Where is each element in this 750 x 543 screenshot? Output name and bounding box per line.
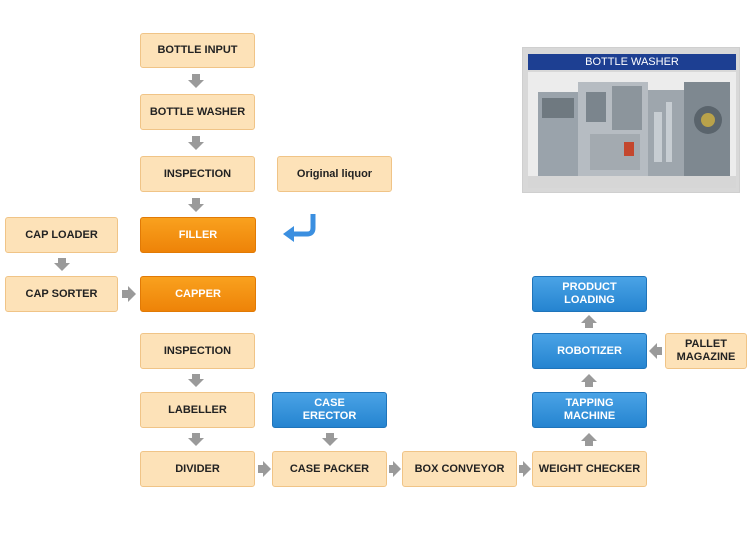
arrow-down-icon: [188, 136, 204, 150]
original-liquor-box: Original liquor: [277, 156, 392, 192]
arrow-down-icon: [54, 258, 70, 271]
product-loading-label: PRODUCT LOADING: [562, 281, 617, 306]
case-erector-label: CASE ERECTOR: [302, 397, 357, 422]
cap-loader-box: CAP LOADER: [5, 217, 118, 253]
filler-box: FILLER: [140, 217, 256, 253]
tapping-machine-label: TAPPING MACHINE: [563, 397, 616, 422]
robotizer-label: ROBOTIZER: [557, 344, 622, 357]
cap-loader-label: CAP LOADER: [25, 228, 98, 241]
return-arrow-icon: [283, 214, 316, 242]
box-conveyor-label: BOX CONVEYOR: [414, 462, 505, 475]
original-liquor-label: Original liquor: [296, 167, 373, 180]
bottle-input-box: BOTTLE INPUT: [140, 33, 255, 68]
inspection-label-1: INSPECTION: [163, 167, 232, 180]
arrow-right-icon: [258, 461, 271, 477]
inspection-box-2: INSPECTION: [140, 333, 255, 369]
weight-checker-box: WEIGHT CHECKER: [532, 451, 647, 487]
machine-illustration: [528, 72, 736, 188]
arrow-down-icon: [188, 74, 204, 88]
inspection-label-2: INSPECTION: [163, 344, 232, 357]
arrow-down-icon: [188, 374, 204, 387]
case-packer-box: CASE PACKER: [272, 451, 387, 487]
arrow-down-icon: [188, 433, 204, 446]
divider-box: DIVIDER: [140, 451, 255, 487]
arrow-right-icon: [122, 286, 136, 302]
cap-sorter-box: CAP SORTER: [5, 276, 118, 312]
arrow-right-icon: [519, 461, 531, 477]
arrow-up-icon: [581, 433, 597, 446]
bottle-washer-photo-panel: BOTTLE WASHER: [522, 47, 740, 193]
filler-label: FILLER: [178, 228, 218, 241]
bottle-washer-box: BOTTLE WASHER: [140, 94, 255, 130]
inspection-box-1: INSPECTION: [140, 156, 255, 192]
box-conveyor-box: BOX CONVEYOR: [402, 451, 517, 487]
arrow-left-icon: [649, 343, 662, 359]
photo-panel-title: BOTTLE WASHER: [528, 54, 736, 70]
bottle-washer-machine-image: [528, 72, 736, 188]
labeller-label: LABELLER: [168, 403, 227, 416]
arrow-down-icon: [322, 433, 338, 446]
robotizer-box: ROBOTIZER: [532, 333, 647, 369]
bottle-washer-label: BOTTLE WASHER: [149, 105, 246, 118]
weight-checker-label: WEIGHT CHECKER: [538, 462, 641, 475]
case-erector-box: CASE ERECTOR: [272, 392, 387, 428]
bottle-input-label: BOTTLE INPUT: [157, 44, 238, 56]
divider-label: DIVIDER: [175, 462, 220, 475]
cap-sorter-label: CAP SORTER: [25, 287, 98, 300]
capper-box: CAPPER: [140, 276, 256, 312]
arrow-up-icon: [581, 374, 597, 387]
arrow-down-icon: [188, 198, 204, 212]
pallet-magazine-label: PALLET MAGAZINE: [676, 338, 736, 363]
labeller-box: LABELLER: [140, 392, 255, 428]
arrow-right-icon: [389, 461, 401, 477]
case-packer-label: CASE PACKER: [289, 462, 370, 475]
capper-label: CAPPER: [175, 287, 221, 300]
pallet-magazine-box: PALLET MAGAZINE: [665, 333, 747, 369]
product-loading-box: PRODUCT LOADING: [532, 276, 647, 312]
tapping-machine-box: TAPPING MACHINE: [532, 392, 647, 428]
arrow-up-icon: [581, 315, 597, 328]
